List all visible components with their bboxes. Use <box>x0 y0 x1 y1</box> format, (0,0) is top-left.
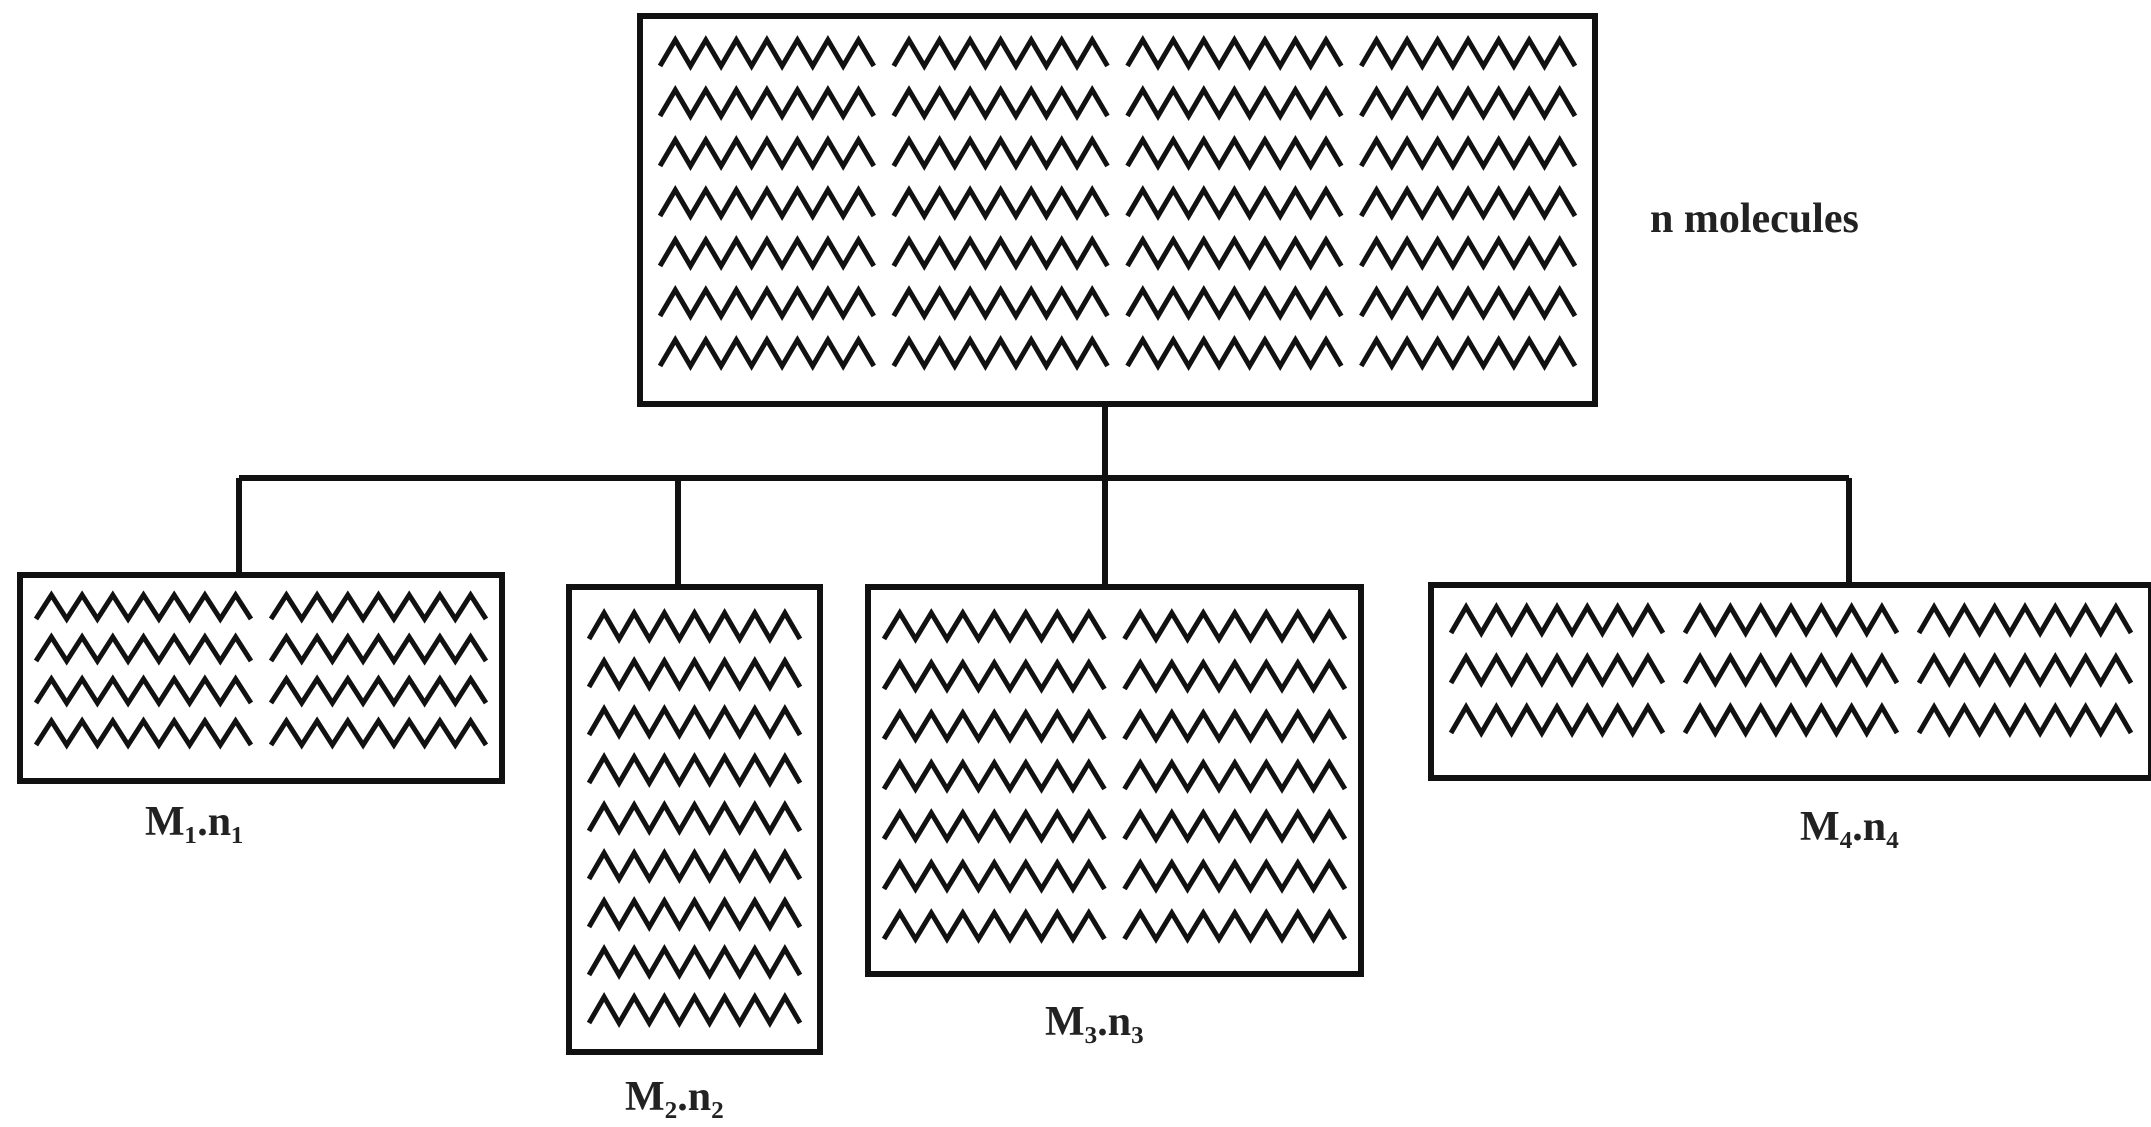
molecule-chain <box>1359 135 1578 171</box>
molecule-chain <box>657 135 876 171</box>
molecule-chain <box>586 992 803 1028</box>
molecule-chain <box>891 135 1110 171</box>
molecule-chain <box>891 285 1110 321</box>
molecule-chain <box>657 85 876 121</box>
molecule-chain <box>881 658 1107 694</box>
fraction-chains-g2 <box>586 608 803 1028</box>
molecule-chain <box>1125 335 1344 371</box>
molecule-chain <box>586 944 803 980</box>
molecule-chain <box>33 632 254 666</box>
molecule-chain <box>586 656 803 692</box>
molecule-chain <box>1448 602 1666 638</box>
molecule-chain <box>586 848 803 884</box>
molecule-chain <box>657 235 876 271</box>
molecule-chain <box>657 185 876 221</box>
fraction-chains-g4 <box>1448 602 2134 738</box>
molecule-chain <box>891 235 1110 271</box>
molecule-chain <box>1122 758 1348 794</box>
molecule-chain <box>586 704 803 740</box>
molecule-chain <box>1359 85 1578 121</box>
fraction-label-g4: M₄.n₄ <box>1800 804 1899 850</box>
molecule-chain <box>1359 335 1578 371</box>
molecule-chain <box>1916 652 2134 688</box>
molecule-chain <box>881 758 1107 794</box>
molecule-chain <box>1125 285 1344 321</box>
connector-lines <box>236 404 1852 587</box>
molecule-chain <box>1122 908 1348 944</box>
parent-sample: n molecules <box>637 13 1859 407</box>
molecule-chain <box>1448 702 1666 738</box>
molecule-chain <box>1682 602 1900 638</box>
fraction-g1: M₁.n₁ <box>17 572 505 845</box>
molecule-chain <box>881 908 1107 944</box>
molecule-chain <box>586 800 803 836</box>
molecule-chain <box>1916 702 2134 738</box>
molecule-chain <box>1122 858 1348 894</box>
molecule-chain <box>33 716 254 750</box>
molecule-chain <box>1125 85 1344 121</box>
fraction-g3: M₃.n₃ <box>865 584 1364 1045</box>
fraction-g4: M₄.n₄ <box>1428 582 2151 850</box>
molecule-chain <box>1916 602 2134 638</box>
molecule-chain <box>1359 235 1578 271</box>
molecule-chain <box>881 858 1107 894</box>
molecule-chain <box>881 708 1107 744</box>
molecule-chain <box>891 335 1110 371</box>
fraction-label-g3: M₃.n₃ <box>1045 999 1144 1045</box>
molecule-chain <box>891 185 1110 221</box>
molecule-chain <box>1682 702 1900 738</box>
fraction-chains-g3 <box>881 608 1348 944</box>
molecule-chain <box>1682 652 1900 688</box>
fraction-box-g1 <box>17 572 505 784</box>
molecule-chain <box>1122 608 1348 644</box>
molecule-chain <box>586 752 803 788</box>
molecule-chain <box>1122 808 1348 844</box>
molecule-chain <box>1125 235 1344 271</box>
molecule-chain <box>1122 658 1348 694</box>
molecule-chain <box>1125 135 1344 171</box>
molecule-chain <box>657 35 876 71</box>
molecule-chain <box>1125 185 1344 221</box>
molecule-chain <box>586 608 803 644</box>
molecule-chain <box>881 608 1107 644</box>
molecule-chain <box>1359 285 1578 321</box>
molecule-chain <box>1448 652 1666 688</box>
molecule-chain <box>1359 185 1578 221</box>
molecule-chain <box>891 85 1110 121</box>
molecule-chain <box>891 35 1110 71</box>
molecule-chain <box>33 674 254 708</box>
molecule-chain <box>1359 35 1578 71</box>
fraction-chains-g1 <box>33 590 489 750</box>
fraction-label-g2: M₂.n₂ <box>625 1074 724 1120</box>
parent-chains <box>657 35 1578 371</box>
molecule-chain <box>881 808 1107 844</box>
molecule-chain <box>268 632 489 666</box>
molecule-chain <box>657 335 876 371</box>
molecule-chain <box>268 716 489 750</box>
molecule-chain <box>268 674 489 708</box>
molecule-chain <box>1122 708 1348 744</box>
molecule-chain <box>586 896 803 932</box>
fraction-g2: M₂.n₂ <box>566 584 823 1120</box>
molecule-chain <box>657 285 876 321</box>
parent-label: n molecules <box>1650 196 1859 242</box>
molecule-chain <box>33 590 254 624</box>
molecule-chain <box>1125 35 1344 71</box>
fraction-label-g1: M₁.n₁ <box>145 799 244 845</box>
molecule-chain <box>268 590 489 624</box>
